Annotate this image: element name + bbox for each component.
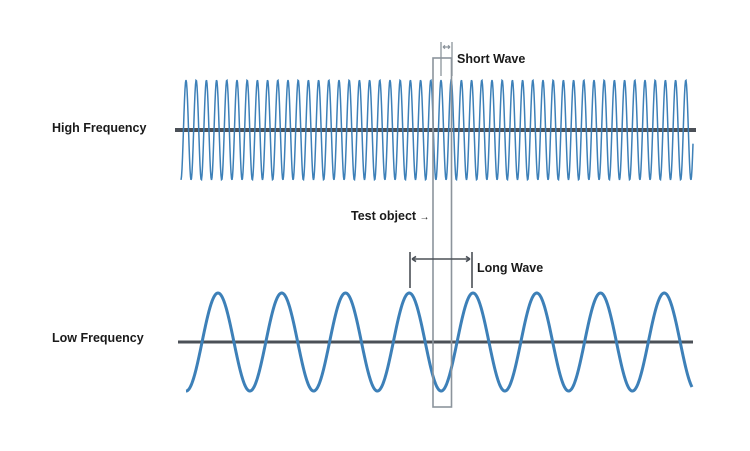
long-wave-bracket — [409, 252, 473, 288]
high-frequency-label: High Frequency — [52, 121, 147, 135]
test-object-label: Test object → — [351, 209, 430, 223]
short-wave-label: Short Wave — [457, 52, 526, 66]
long-wave-label: Long Wave — [477, 261, 544, 275]
low-frequency-label: Low Frequency — [52, 331, 144, 345]
test-object-box — [432, 57, 453, 408]
high-frequency-wave — [180, 78, 694, 182]
short-wave-bracket — [440, 42, 453, 76]
arrow-right-icon: → — [419, 212, 430, 223]
low-frequency-wave — [185, 291, 694, 393]
test-object-text: Test object — [351, 209, 417, 223]
